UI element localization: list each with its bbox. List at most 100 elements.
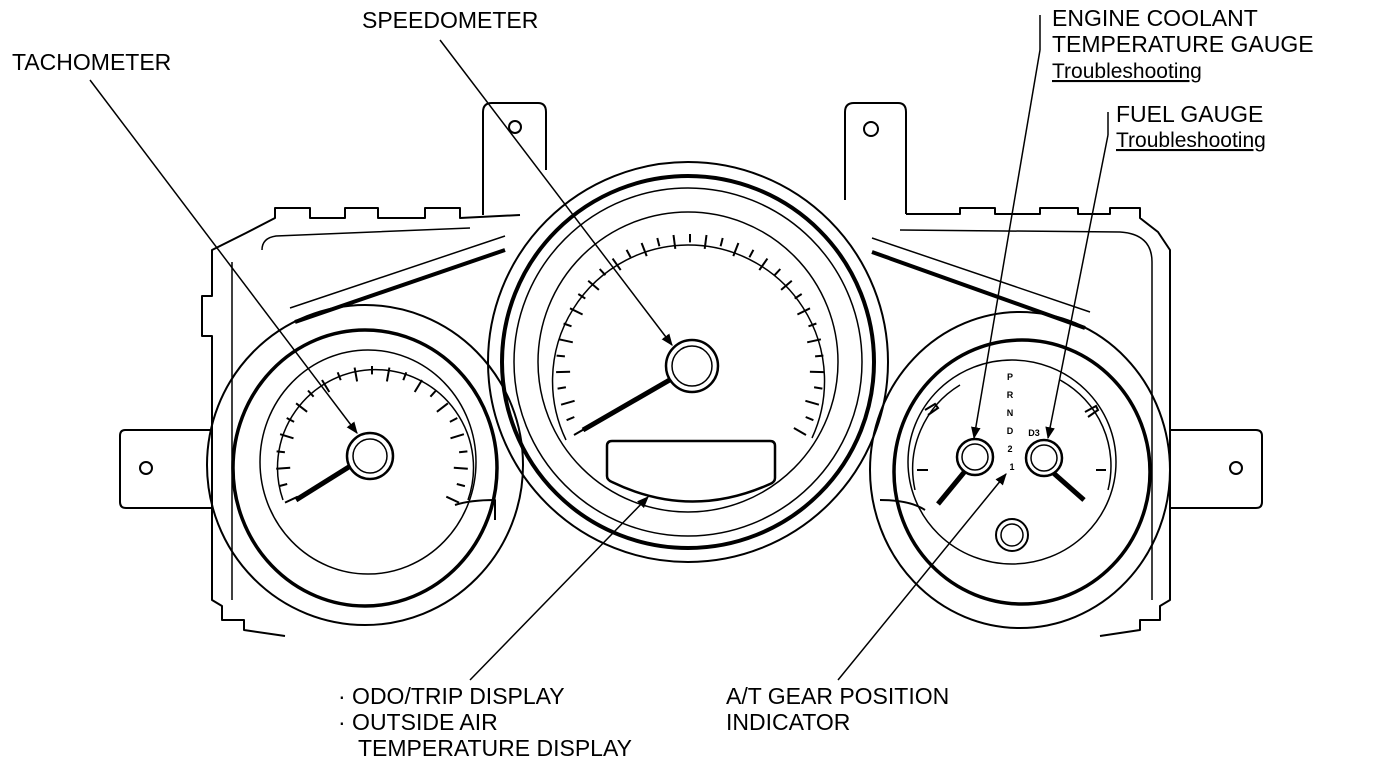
speedometer-tick [815, 354, 824, 358]
gear-letter-d: D [1007, 426, 1014, 436]
right-gauge-face [907, 359, 1117, 565]
tachometer-tick [436, 402, 449, 413]
indicator-knob-inner [1000, 523, 1024, 547]
gear-letter-d3: D3 [1028, 428, 1040, 438]
tachometer-tick [295, 402, 308, 413]
tachometer-tick [276, 466, 291, 470]
right-gauge-dial-arc [911, 379, 1112, 491]
speedometer-tick [566, 416, 575, 422]
speedometer-label: SPEEDOMETER [362, 7, 538, 33]
right-gauge-bezel-outer [869, 311, 1171, 629]
tachometer-tick [286, 417, 295, 423]
tachometer-tick [353, 367, 359, 382]
speedometer-tick [577, 293, 586, 300]
speedometer-tick [773, 268, 782, 276]
tachometer-tick [336, 371, 342, 381]
left-mounting-tab [119, 429, 212, 509]
bezel-line-left-thin [289, 235, 506, 309]
speedometer-tick [557, 386, 567, 390]
speedometer-tick [598, 268, 607, 276]
odo-trip-display-label: · ODO/TRIP DISPLAY [338, 683, 565, 709]
speedometer-gauge [487, 161, 889, 563]
gear-position-indicator-label-line2: INDICATOR [726, 709, 850, 735]
speedometer-tick [793, 427, 807, 436]
speedometer-tick [732, 242, 740, 257]
coolant-gauge-label-line2: TEMPERATURE GAUGE [1052, 31, 1314, 57]
callout-labels: TACHOMETER SPEEDOMETER ENGINE COOLANT TE… [12, 5, 1314, 761]
temperature-display-label: TEMPERATURE DISPLAY [358, 735, 632, 761]
gear-letter-1: 1 [1009, 462, 1014, 472]
odo-trip-display-window [605, 439, 777, 503]
tachometer-tick [450, 433, 465, 440]
coolant-troubleshooting-link[interactable]: Troubleshooting [1052, 60, 1202, 83]
gear-letter-r: R [1007, 390, 1014, 400]
tachometer-tick [402, 371, 408, 381]
tachometer-bezel [231, 328, 499, 608]
coolant-gauge-ticks [917, 402, 940, 471]
right-gauge-bezel [892, 338, 1152, 606]
speedometer-tick [569, 307, 584, 316]
tachometer-tick [458, 450, 468, 454]
speedometer-needle [581, 371, 682, 433]
speedometer-tick [805, 399, 820, 406]
top-left-mounting-tab [482, 102, 547, 215]
speedometer-tick [558, 338, 574, 344]
speedometer-tick [748, 249, 755, 258]
speedometer-tick [556, 354, 565, 358]
gear-letter-n: N [1007, 408, 1014, 418]
tachometer-hub-inner [352, 438, 388, 474]
gear-position-indicator-label-line1: A/T GEAR POSITION [726, 683, 949, 709]
gear-letter-p: P [1007, 372, 1013, 382]
housing-outer [201, 207, 1171, 637]
fuel-leader-diag [1045, 134, 1109, 440]
speedometer-tick [611, 258, 622, 271]
speedometer-tick [560, 399, 575, 406]
bezel-line-left [294, 248, 506, 324]
tachometer-tick [307, 389, 315, 398]
speedometer-tick [640, 242, 648, 257]
odo-leader [469, 496, 649, 681]
top-left-tab-hole [508, 120, 522, 134]
tachometer-label: TACHOMETER [12, 49, 171, 75]
gear-indicator-leader [837, 473, 1007, 681]
tachometer-tick [449, 417, 458, 423]
speedometer-face [537, 211, 839, 513]
tachometer-tick [456, 483, 466, 488]
speedometer-tick [794, 293, 803, 300]
speedometer-tick [656, 237, 661, 247]
speedometer-tick [672, 234, 677, 250]
tachometer-hub [345, 431, 395, 481]
tachometer-tick [276, 450, 286, 454]
outside-air-label: · OUTSIDE AIR [338, 709, 498, 735]
fuel-gauge-hub-inner [1030, 444, 1058, 472]
lower-shroud [454, 499, 926, 520]
speedometer-tick [806, 338, 822, 344]
speedometer-tick [805, 416, 814, 422]
left-tab-hole [139, 461, 153, 475]
tachometer-face [259, 349, 477, 575]
tachometer-tick [453, 466, 468, 470]
speedometer-tick [703, 234, 708, 250]
fuel-gauge-needle [1048, 468, 1086, 502]
tachometer-tick [279, 433, 294, 440]
tachometer-tick [429, 389, 437, 398]
coolant-leader-diag [971, 49, 1041, 440]
tachometer-bezel-outer [206, 304, 524, 626]
tachometer-tick [278, 483, 288, 488]
tachometer-gauge [206, 304, 524, 626]
fuel-troubleshooting-link[interactable]: Troubleshooting [1116, 129, 1266, 152]
speedometer-tick [808, 322, 817, 328]
speedometer-tick [796, 307, 811, 316]
speedometer-bezel-inner [513, 187, 863, 537]
speedometer-tick [780, 280, 793, 291]
speedometer-tick [625, 249, 632, 258]
bezel-line-right-thin [871, 237, 1091, 313]
gear-position-letters: P R N D 2 1 D3 [1007, 372, 1040, 472]
fuel-gauge-ticks [1084, 404, 1106, 471]
coolant-gauge-hub-inner [961, 443, 989, 471]
tachometer-ticks [276, 366, 468, 504]
speedometer-tick [587, 280, 600, 291]
speedometer-tick [719, 237, 724, 247]
tachometer-tick [445, 495, 460, 504]
